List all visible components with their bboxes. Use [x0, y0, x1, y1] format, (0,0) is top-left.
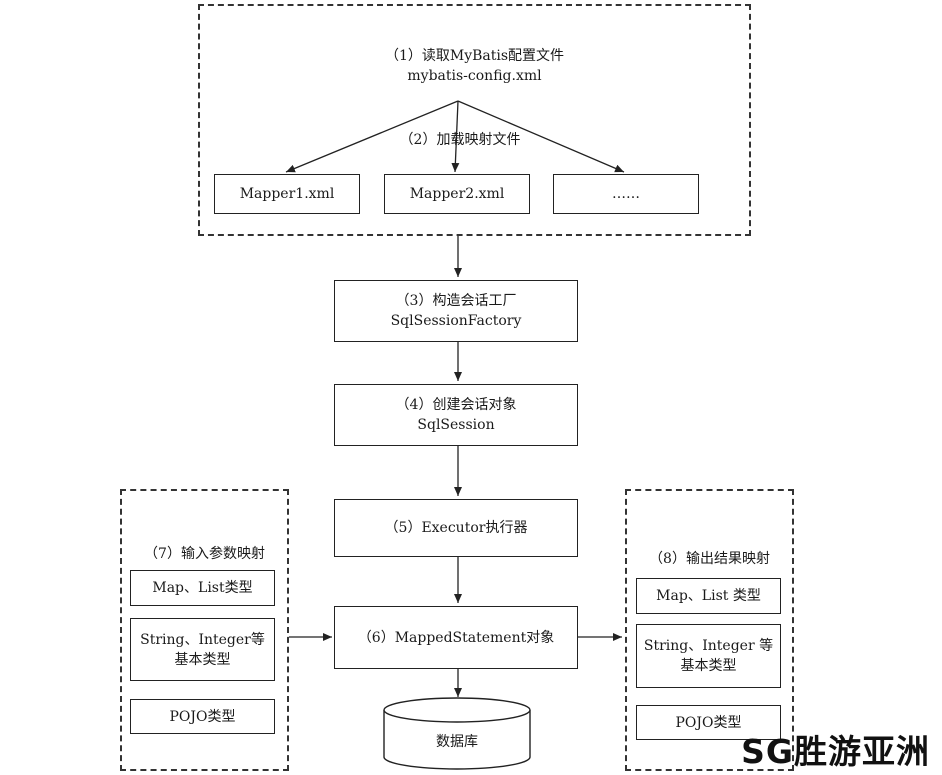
step6-mapped-statement-box: （6）MappedStatement对象 — [334, 606, 578, 669]
output-string-integer-box: String、Integer 等 基本类型 — [636, 624, 781, 688]
arrow-config-to-mapper2 — [451, 100, 460, 173]
mapper-label: Mapper1.xml — [239, 186, 335, 202]
step3-title: （3）构造会话工厂 — [395, 293, 517, 309]
arrow-config-to-mapper1 — [285, 100, 459, 173]
output-item-label: Map、List 类型 — [656, 588, 761, 604]
mapper-box-more: …… — [553, 174, 699, 214]
input-mapping-group — [120, 489, 289, 771]
output-map-list-box: Map、List 类型 — [636, 578, 781, 614]
database-label: 数据库 — [436, 734, 478, 750]
mapper-label: …… — [612, 186, 640, 202]
database-cylinder — [383, 697, 531, 770]
config-loading-group — [198, 4, 751, 236]
input-item-label: POJO类型 — [169, 708, 236, 725]
step2-title: （2）加载映射文件 — [399, 132, 521, 148]
output-mapping-group — [625, 489, 794, 771]
output-item-label: String、Integer 等 — [643, 638, 774, 654]
input-string-integer-box: String、Integer等 基本类型 — [130, 618, 275, 681]
input-item-label: 基本类型 — [174, 651, 231, 668]
step1-title: （1）读取MyBatis配置文件 — [384, 48, 565, 64]
step1-config-file: mybatis-config.xml — [407, 68, 542, 84]
step4-session-box: （4）创建会话对象 SqlSession — [334, 384, 578, 446]
output-item-label: POJO类型 — [675, 714, 742, 731]
step3-name: SqlSessionFactory — [390, 313, 522, 329]
input-map-list-box: Map、List类型 — [130, 570, 275, 606]
mapper-box-1: Mapper1.xml — [214, 174, 360, 214]
output-mapping-title: （8）输出结果映射 — [649, 551, 770, 567]
watermark-text: SG胜游亚洲 — [741, 732, 930, 771]
step6-title: （6）MappedStatement对象 — [357, 629, 555, 646]
step5-title: （5）Executor执行器 — [384, 520, 528, 536]
input-pojo-box: POJO类型 — [130, 699, 275, 734]
mapper-box-2: Mapper2.xml — [384, 174, 530, 214]
output-item-label: 基本类型 — [680, 658, 737, 674]
output-pojo-box: POJO类型 — [636, 705, 781, 740]
step5-executor-box: （5）Executor执行器 — [334, 499, 578, 557]
step4-name: SqlSession — [417, 417, 495, 433]
input-item-label: Map、List类型 — [152, 580, 253, 596]
mapper-label: Mapper2.xml — [409, 186, 505, 202]
input-item-label: String、Integer等 — [140, 631, 265, 648]
step4-title: （4）创建会话对象 — [395, 397, 517, 413]
arrow-config-to-mapper3 — [457, 100, 625, 173]
step3-session-factory-box: （3）构造会话工厂 SqlSessionFactory — [334, 280, 578, 342]
input-mapping-title: （7）输入参数映射 — [144, 546, 265, 562]
